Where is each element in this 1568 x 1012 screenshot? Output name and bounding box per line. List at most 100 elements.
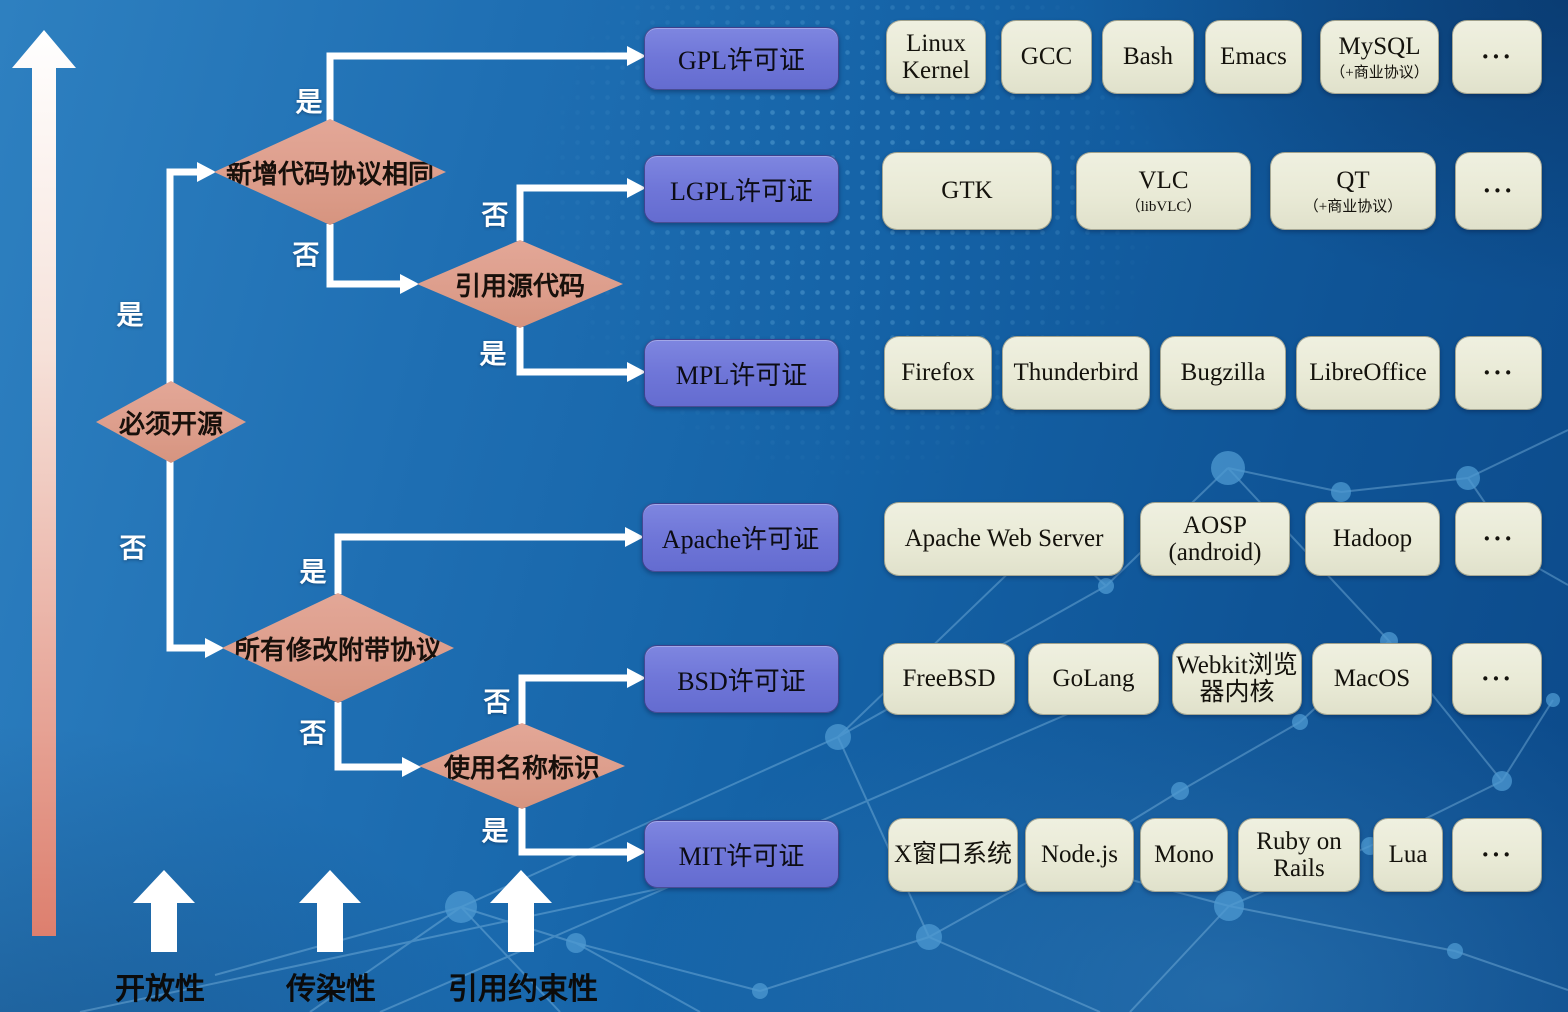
example-text: Bash: [1123, 43, 1173, 71]
example-box-more: ···: [1452, 20, 1542, 94]
example-box: Hadoop: [1305, 502, 1440, 576]
axis-label: 传染性: [286, 973, 376, 1006]
example-box: Webkit浏览器内核: [1172, 643, 1302, 715]
license-label: Apache许可证: [661, 525, 820, 554]
axis-label: 开放性: [115, 973, 205, 1006]
example-box: X窗口系统: [888, 818, 1018, 892]
license-box-bsd: BSD许可证: [644, 645, 839, 713]
edge-modifications-carry-license-to-apache: [334, 527, 644, 594]
example-text: AOSP: [1183, 511, 1247, 539]
example-box-more: ···: [1455, 336, 1542, 410]
example-box: FreeBSD: [883, 643, 1015, 715]
up-arrow-icon: [133, 870, 195, 952]
license-box-apache: Apache许可证: [642, 503, 839, 572]
license-box-mit: MIT许可证: [644, 820, 839, 888]
example-text: FreeBSD: [902, 665, 996, 693]
example-box-more: ···: [1455, 502, 1542, 576]
example-text: Kernel: [901, 57, 971, 84]
example-text: VLC: [1138, 167, 1189, 194]
example-text: ···: [1482, 523, 1515, 553]
example-box-more: ···: [1452, 643, 1542, 715]
branch-label: 是: [299, 557, 327, 588]
example-text: Emacs: [1220, 43, 1287, 71]
example-box: Lua: [1373, 818, 1443, 892]
branch-label: 否: [292, 240, 320, 271]
example-text: Lua: [1388, 841, 1428, 869]
decision-text: 新增代码协议相同: [225, 159, 434, 189]
example-box: Apache Web Server: [884, 502, 1124, 576]
example-text: Bugzilla: [1180, 359, 1266, 387]
edge-use-name-mark-to-bsd: [518, 668, 646, 724]
license-label: BSD许可证: [677, 666, 806, 696]
edge-must-open-source-to-modifications-carry-license: [166, 460, 224, 658]
example-box: Mono: [1140, 818, 1228, 892]
example-subtext: （+商业协议）: [1330, 64, 1429, 81]
example-text: GCC: [1020, 43, 1073, 71]
example-text: GTK: [941, 177, 993, 205]
example-text: LibreOffice: [1309, 359, 1427, 387]
up-arrow-icon: [299, 870, 361, 952]
example-box: GTK: [882, 152, 1052, 230]
decision-edges: [166, 46, 646, 862]
license-label: MIT许可证: [678, 841, 805, 871]
edge-reference-source-code-to-lgpl: [516, 178, 646, 241]
example-text: ···: [1482, 175, 1515, 205]
branch-label: 是: [116, 300, 144, 331]
example-text: ···: [1480, 663, 1513, 693]
license-box-gpl: GPL许可证: [644, 27, 839, 90]
edge-new-code-same-license-to-gpl: [326, 46, 646, 121]
example-box: QT（+商业协议）: [1270, 152, 1436, 230]
branch-label: 是: [481, 816, 509, 847]
example-text: Apache Web Server: [904, 525, 1104, 553]
up-arrow-icon: [490, 870, 552, 952]
example-subtext: （libVLC）: [1125, 198, 1202, 215]
example-text: Webkit浏览: [1176, 651, 1298, 679]
example-box: GCC: [1001, 20, 1092, 94]
decision-text: 使用名称标识: [443, 753, 600, 783]
example-box-more: ···: [1455, 152, 1542, 230]
example-text: MySQL: [1338, 33, 1421, 60]
example-box-more: ···: [1452, 818, 1542, 892]
example-box: Firefox: [884, 336, 992, 410]
license-box-lgpl: LGPL许可证: [644, 155, 839, 223]
example-text: Ruby on: [1256, 827, 1342, 855]
example-box: Thunderbird: [1002, 336, 1150, 410]
example-text: ···: [1480, 41, 1513, 71]
axis-label: 引用约束性: [448, 973, 598, 1006]
decision-text: 引用源代码: [454, 271, 585, 301]
license-label: MPL许可证: [675, 360, 808, 390]
example-box: LibreOffice: [1296, 336, 1440, 410]
example-subtext: （+商业协议）: [1303, 198, 1403, 215]
example-text: Hadoop: [1332, 525, 1413, 553]
example-box: AOSP(android): [1140, 502, 1290, 576]
example-box: GoLang: [1028, 643, 1159, 715]
example-box: Node.js: [1025, 818, 1134, 892]
example-text: GoLang: [1052, 665, 1135, 693]
edge-use-name-mark-to-mit: [518, 808, 646, 862]
example-text: 器内核: [1199, 679, 1275, 706]
branch-label: 否: [481, 200, 509, 231]
example-text: ···: [1482, 357, 1515, 387]
example-text: Thunderbird: [1013, 359, 1139, 387]
edge-modifications-carry-license-to-use-name-mark: [334, 702, 421, 777]
example-box: MacOS: [1312, 643, 1432, 715]
example-text: X窗口系统: [893, 841, 1013, 869]
branch-label: 否: [483, 687, 511, 718]
example-box: Bugzilla: [1160, 336, 1286, 410]
example-box: MySQL （+商业协议）: [1320, 20, 1439, 94]
example-text: Mono: [1154, 841, 1214, 869]
decision-text: 必须开源: [118, 409, 223, 439]
example-text: Rails: [1273, 855, 1325, 882]
example-text: Node.js: [1040, 841, 1119, 869]
license-box-mpl: MPL许可证: [644, 339, 839, 407]
branch-label: 是: [295, 87, 323, 118]
license-label: LGPL许可证: [669, 176, 813, 206]
example-box: Bash: [1102, 20, 1194, 94]
example-text: MacOS: [1333, 665, 1411, 693]
edge-reference-source-code-to-mpl: [516, 327, 646, 382]
